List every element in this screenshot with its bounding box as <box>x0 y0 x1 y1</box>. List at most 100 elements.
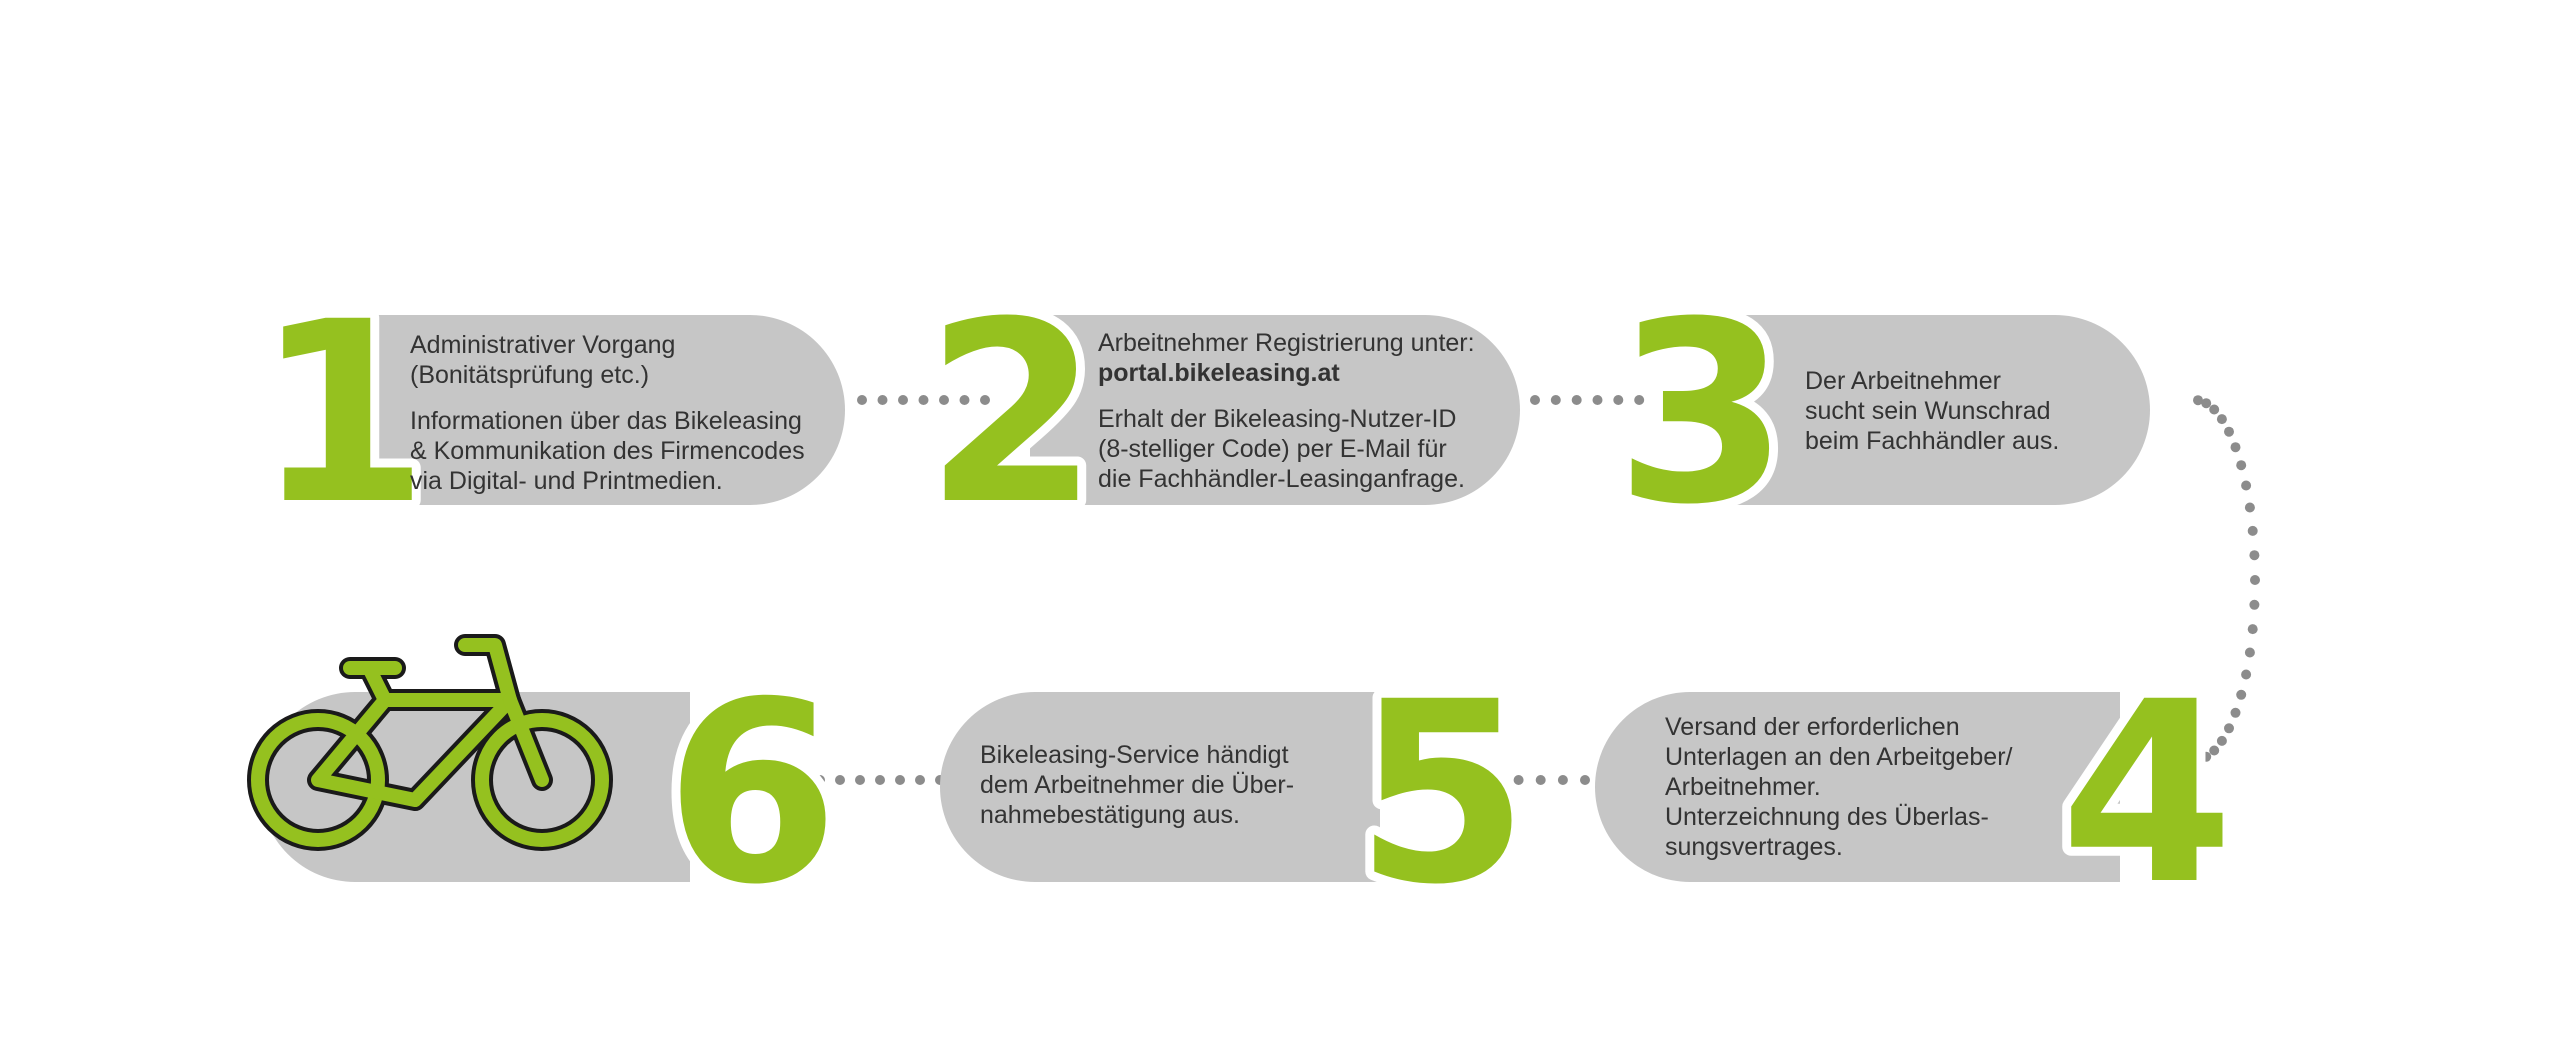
connector-dot <box>2216 414 2227 425</box>
connector-dot <box>2236 689 2247 700</box>
step-4-text: Versand der erforderlichen Unterlagen an… <box>1665 712 2085 862</box>
connector-dot <box>1557 775 1568 785</box>
connector-dot <box>1535 775 1546 785</box>
connector-dot <box>1491 775 1502 785</box>
connector-dot <box>959 395 970 405</box>
connector-dot <box>1571 395 1582 405</box>
connector-dot <box>2247 525 2258 536</box>
step-2-text: Arbeitnehmer Registrierung unter: portal… <box>1098 328 1538 494</box>
connector-dot <box>2244 502 2255 513</box>
connector-dot <box>2236 460 2247 471</box>
step-5-pill <box>940 692 1380 882</box>
connector-dot <box>2193 395 2203 406</box>
connector-dot <box>1447 775 1458 785</box>
step-2-number: 2 <box>925 268 1099 559</box>
step-2-line-b1: Erhalt der Bikeleasing-Nutzer-ID <box>1098 405 1457 433</box>
connector-dot <box>857 395 867 405</box>
connector-dot <box>939 395 949 405</box>
connector-dot <box>815 775 825 785</box>
connector-dot <box>2201 751 2212 762</box>
step-4-line-1: Versand der erforderlichen <box>1665 713 1960 741</box>
connector-dot <box>1580 775 1590 785</box>
step-4-pill <box>1595 692 2120 882</box>
connector-dot <box>1469 775 1480 785</box>
step-1-line-b2: & Kommunikation des Firmencodes <box>410 437 805 465</box>
connector-dot <box>2193 754 2203 765</box>
connector-dot <box>1592 395 1603 405</box>
step-2-line-a1: Arbeitnehmer Registrierung unter: <box>1098 329 1475 357</box>
connector-dot <box>2247 624 2258 635</box>
step-4-line-4: Unterzeichnung des Überlas- <box>1665 803 1989 831</box>
connector-dot <box>855 775 865 785</box>
step-1-line-a1: Administrativer Vorgang <box>410 331 676 359</box>
step-3-text: Der Arbeitnehmer sucht sein Wunschrad be… <box>1805 366 2125 456</box>
step-4-line-3: Arbeitnehmer. <box>1665 773 1821 801</box>
step-6-number: 6 <box>665 648 839 939</box>
step-4-line-2: Unterlagen an den Arbeitgeber/ <box>1665 743 2013 771</box>
dotted-connectors <box>735 395 2260 785</box>
step-3-line-1: Der Arbeitnehmer <box>1805 367 2001 395</box>
connector-2-3 <box>1530 395 1665 405</box>
connector-1-2 <box>857 395 990 405</box>
connector-dot <box>2244 647 2255 658</box>
connector-dot <box>2224 723 2234 734</box>
connector-dot <box>2241 669 2252 680</box>
step-5-line-3: nahmebestätigung aus. <box>980 801 1240 829</box>
connector-dot <box>2241 480 2252 491</box>
step-1-text: Administrativer Vorgang (Bonitätsprüfung… <box>410 330 850 496</box>
connector-dot <box>980 395 990 405</box>
connector-dot <box>898 395 908 405</box>
connector-dot <box>1655 395 1665 405</box>
connector-dot <box>1513 775 1524 785</box>
connector-4-5 <box>1425 775 1590 785</box>
connector-dot <box>2249 599 2260 610</box>
step-5-number: 5 <box>1355 648 1529 939</box>
connector-dot <box>2230 442 2241 453</box>
connector-dot <box>735 775 745 785</box>
connector-dot <box>2224 426 2234 437</box>
step-5-text: Bikeleasing-Service händigt dem Arbeitne… <box>980 740 1340 830</box>
connector-3-4 <box>2193 395 2260 765</box>
connector-dot <box>895 775 905 785</box>
connector-dot <box>755 775 765 785</box>
step-3-line-3: beim Fachhändler aus. <box>1805 427 2060 455</box>
connector-dot <box>2230 707 2241 718</box>
step-4-line-5: sungsvertrages. <box>1665 833 1843 861</box>
step-2-line-b2: (8-stelliger Code) per E-Mail für <box>1098 435 1447 463</box>
connector-dot <box>1550 395 1561 405</box>
connector-dot <box>1530 395 1540 405</box>
connector-dot <box>877 395 888 405</box>
bicycle-icon <box>247 634 613 851</box>
step-1-number: 1 <box>255 268 429 559</box>
step-5-line-2: dem Arbeitnehmer die Über- <box>980 771 1295 799</box>
step-1-pill <box>360 315 845 505</box>
connector-dot <box>1634 395 1645 405</box>
step-1-line-b3: via Digital- und Printmedien. <box>410 467 723 495</box>
connector-dot <box>2209 404 2220 415</box>
connector-dot <box>1613 395 1624 405</box>
connector-dot <box>915 775 925 785</box>
portal-link[interactable]: portal.bikeleasing.at <box>1098 359 1340 387</box>
connector-dot <box>2201 398 2212 409</box>
connector-dot <box>775 775 785 785</box>
connector-dot <box>835 775 845 785</box>
connector-dot <box>1425 775 1435 785</box>
step-2-line-b3: die Fachhändler-Leasinganfrage. <box>1098 465 1465 493</box>
connector-dot <box>918 395 929 405</box>
step-1-line-b1: Informationen über das Bikeleasing <box>410 407 802 435</box>
connector-dot <box>2250 575 2260 585</box>
connector-dot <box>2216 735 2227 746</box>
step-4-number: 4 <box>2060 648 2234 939</box>
connector-dot <box>2209 745 2220 756</box>
step-3-number: 3 <box>1615 268 1789 559</box>
step-3-line-2: sucht sein Wunschrad <box>1805 397 2051 425</box>
step-1-line-a2: (Bonitätsprüfung etc.) <box>410 361 650 389</box>
connector-dot <box>875 775 885 785</box>
connector-dot <box>2249 550 2260 561</box>
connector-5-6 <box>735 775 945 785</box>
connector-dot <box>795 775 805 785</box>
step-5-line-1: Bikeleasing-Service händigt <box>980 741 1289 769</box>
step-3-pill <box>1720 315 2150 505</box>
